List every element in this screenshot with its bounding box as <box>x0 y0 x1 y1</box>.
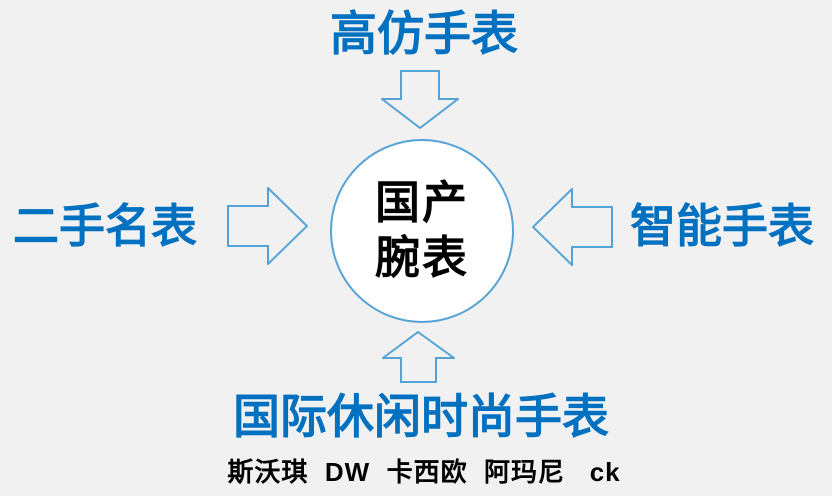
brand-list-footnote: 斯沃琪 DW 卡西欧 阿玛尼 ck <box>227 457 621 487</box>
center-circle: 国产 腕表 <box>330 139 514 323</box>
left-label: 二手名表 <box>13 200 197 252</box>
arrow-up-icon <box>382 331 455 383</box>
top-label: 高仿手表 <box>330 7 518 60</box>
center-text-line2: 腕表 <box>374 232 469 283</box>
center-text-line1: 国产 <box>374 177 469 229</box>
arrow-down-icon <box>381 70 459 129</box>
bottom-label: 国际休闲时尚手表 <box>233 390 609 443</box>
arrow-right-icon <box>227 187 308 265</box>
arrow-left-icon <box>532 188 613 266</box>
right-label: 智能手表 <box>630 200 814 252</box>
